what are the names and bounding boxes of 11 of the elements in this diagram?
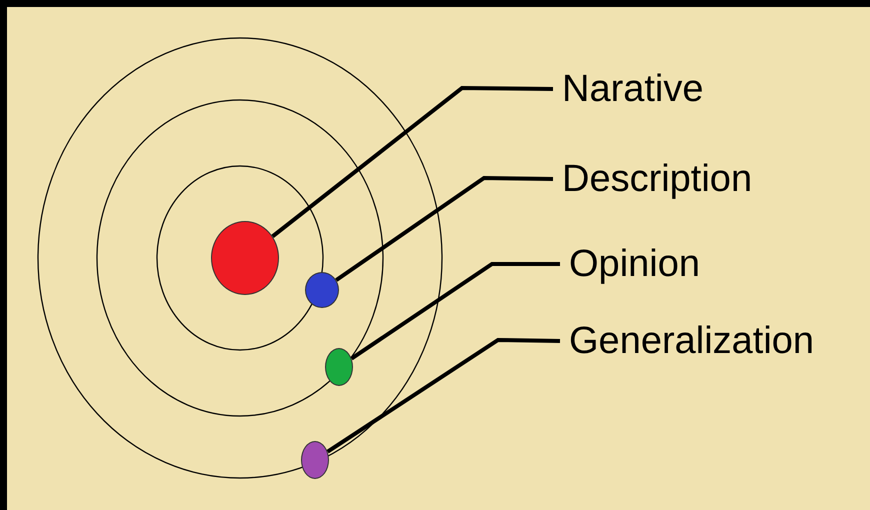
leader-line — [271, 86, 554, 238]
target-dot — [301, 441, 329, 479]
target-dot — [325, 348, 353, 386]
target-label: Opinion — [560, 240, 700, 288]
target-label: Narative — [553, 65, 704, 113]
target-label: Generalization — [560, 317, 814, 365]
target-label: Description — [553, 155, 752, 203]
leader-line — [335, 176, 554, 282]
leader-line — [350, 262, 560, 360]
target-dot — [305, 272, 339, 308]
leader-line — [326, 338, 560, 454]
